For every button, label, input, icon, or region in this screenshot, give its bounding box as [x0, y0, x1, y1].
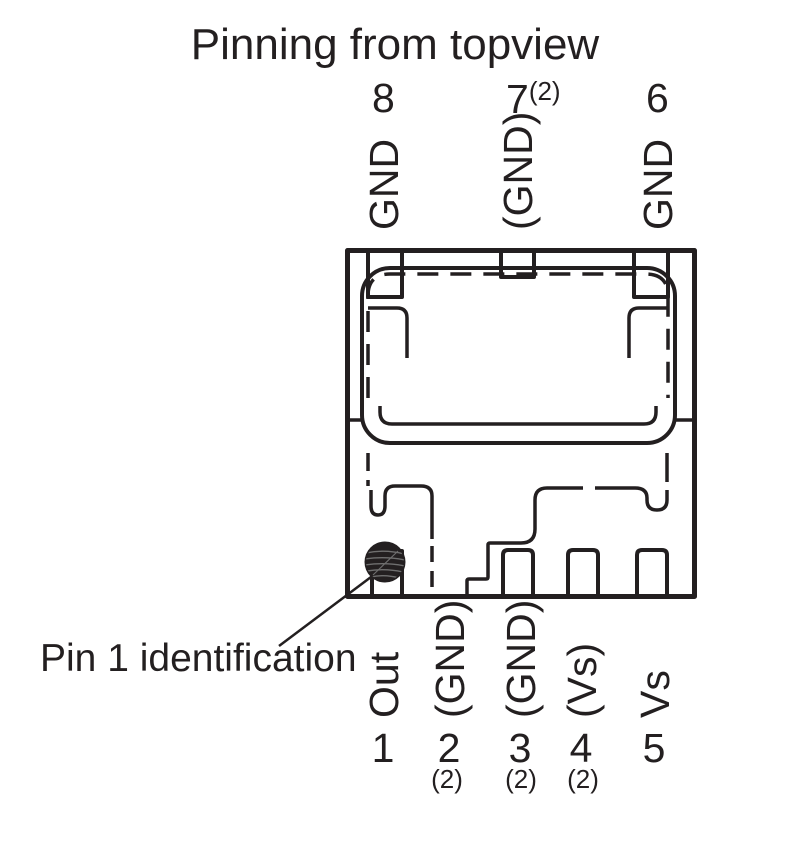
step-trace	[465, 486, 583, 596]
pin-2-label: (GND)	[427, 599, 473, 718]
pin-4-label: (Vs)	[559, 642, 605, 718]
pin-4-number: 4	[569, 725, 593, 771]
pin-3-pad	[501, 548, 535, 596]
pin-3-label: (GND)	[498, 599, 544, 718]
pin-1-dot	[364, 541, 406, 583]
pin-5-label: Vs	[632, 670, 678, 718]
pin-1-number: 1	[371, 725, 395, 771]
pin-6-pad	[632, 248, 670, 299]
pin-7-footnote-ref: (2)	[528, 76, 561, 106]
pin-7-number: 7(2)	[506, 78, 561, 120]
die-pad-inner-dashed	[366, 272, 670, 398]
pin-8-pad	[366, 248, 404, 299]
die-pad-inner-bottom	[378, 406, 658, 426]
pin-6-finger	[627, 306, 668, 358]
pin-5-number: 5	[642, 725, 666, 771]
pin-2-footnote: (2)	[431, 764, 463, 794]
figure-title: Pinning from topview	[190, 20, 600, 69]
pin-8-finger	[368, 306, 409, 358]
die-pad-outline	[360, 266, 677, 445]
pin-1-leader-line	[278, 576, 372, 647]
pin-4-pad	[566, 548, 600, 596]
pin-3-footnote: (2)	[505, 764, 537, 794]
pin-3-number: 3	[508, 725, 532, 771]
pin-7-pad	[499, 248, 536, 279]
right-hook-trace	[595, 486, 669, 512]
pin-2-number: 2	[437, 725, 461, 771]
pin-2-arch-trace	[369, 484, 434, 539]
pin-7-number-text: 7	[506, 76, 529, 122]
pin-5-pad	[635, 548, 669, 596]
pin-8-number: 8	[372, 75, 395, 121]
pin-6-number: 6	[646, 75, 669, 121]
pin-1-identification-label: Pin 1 identification	[40, 637, 357, 680]
pin-4-footnote: (2)	[567, 764, 599, 794]
pin-1-label: Out	[361, 651, 407, 718]
